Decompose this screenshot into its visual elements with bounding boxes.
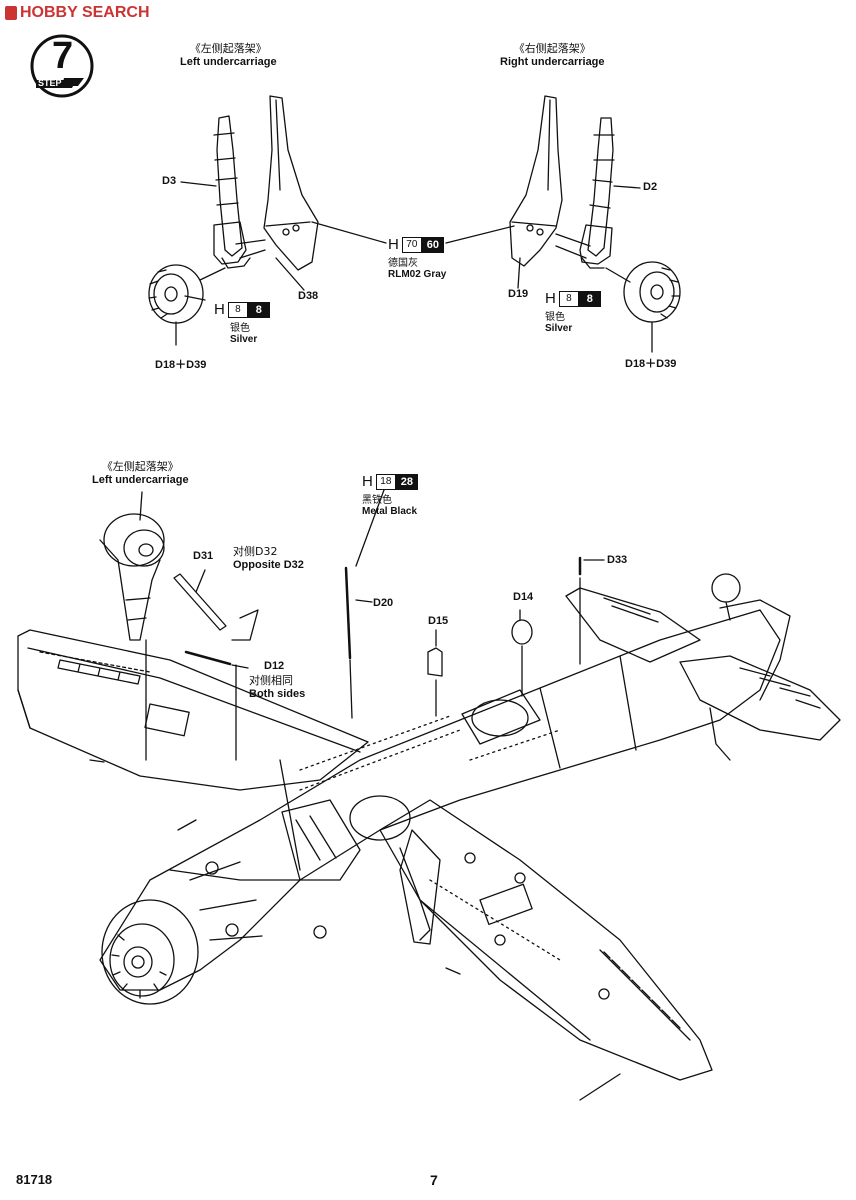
paint-gray-caption: 德国灰 RLM02 Gray [388, 254, 446, 280]
part-d33: D33 [607, 554, 628, 566]
paint-silver-right-zh: 银色 [545, 312, 565, 323]
page-number: 7 [430, 1172, 438, 1188]
lower-left-undercarriage-caption: 《左侧起落架》 Left undercarriage [92, 458, 189, 486]
paint-black: H 18 28 [362, 473, 418, 490]
part-d14: D14 [513, 591, 534, 603]
right-undercarriage-en: Right undercarriage [500, 56, 605, 68]
opposite-d32-zh: 对侧D32 [233, 545, 278, 558]
paint-gray-code: 70 [401, 236, 422, 253]
right-gear-door-drawing [509, 95, 563, 267]
paint-gray-en: RLM02 Gray [388, 269, 447, 280]
part-d20: D20 [373, 597, 394, 609]
step-number: 7 [52, 35, 74, 77]
paint-gray: H 70 60 [388, 236, 444, 253]
paint-black-caption: 黑铁色 Metal Black [362, 491, 417, 517]
right-undercarriage-zh: 《右侧起落架》 [513, 42, 591, 55]
aircraft-drawing [17, 573, 841, 1101]
paint-gray-code2: 60 [421, 236, 444, 253]
paint-silver-right-code: 8 [558, 290, 579, 307]
paint-silver-left: H 8 8 [214, 301, 270, 318]
paint-silver-right-code2: 8 [578, 290, 601, 307]
paint-silver-right-caption: 银色 Silver [545, 308, 572, 334]
part-d18-d39-right: D18＋D39 [625, 358, 677, 370]
left-gear-door-drawing [263, 95, 319, 271]
left-wheel-drawing [148, 264, 204, 324]
paint-silver-left-en: Silver [230, 334, 258, 345]
paint-black-code: 18 [375, 473, 396, 490]
both-sides-note: 对侧相同 Both sides [249, 672, 305, 700]
paint-black-h: H [362, 473, 373, 490]
paint-black-en: Metal Black [362, 506, 418, 517]
lower-gear-assembly-drawing [99, 513, 165, 641]
opposite-d32-note: 对侧D32 Opposite D32 [233, 543, 304, 571]
kit-number: 81718 [16, 1172, 53, 1187]
paint-gray-zh: 德国灰 [388, 258, 418, 269]
step-label: STEP [38, 78, 62, 88]
paint-silver-left-code: 8 [227, 301, 248, 318]
left-undercarriage-zh: 《左侧起落架》 [189, 42, 267, 55]
both-sides-zh: 对侧相同 [249, 674, 293, 687]
paint-silver-left-caption: 银色 Silver [230, 319, 257, 345]
part-d18-d39-left: D18＋D39 [155, 359, 207, 371]
lower-left-undercarriage-zh: 《左侧起落架》 [101, 460, 179, 473]
right-wheel-drawing [623, 261, 681, 323]
both-sides-en: Both sides [249, 688, 306, 700]
paint-gray-h: H [388, 236, 399, 253]
right-gear-strut-drawing [579, 117, 615, 269]
part-d19: D19 [508, 288, 529, 300]
part-d12: D12 [264, 660, 285, 672]
paint-black-zh: 黑铁色 [362, 495, 392, 506]
opposite-d32-en: Opposite D32 [233, 559, 304, 571]
lower-left-undercarriage-en: Left undercarriage [92, 474, 189, 486]
part-d38: D38 [298, 290, 319, 302]
part-d3: D3 [162, 175, 177, 187]
left-gear-strut-drawing [213, 115, 251, 269]
part-d2: D2 [643, 181, 658, 193]
hobby-search-logo [5, 6, 17, 20]
part-d15: D15 [428, 615, 449, 627]
paint-silver-left-h: H [214, 301, 225, 318]
paint-silver-right: H 8 8 [545, 290, 601, 307]
paint-silver-right-h: H [545, 290, 556, 307]
part-d31: D31 [193, 550, 214, 562]
paint-silver-left-zh: 银色 [230, 323, 250, 334]
step-badge [30, 34, 94, 98]
paint-silver-left-code2: 8 [247, 301, 270, 318]
left-undercarriage-caption: 《左侧起落架》 Left undercarriage [180, 40, 277, 68]
left-undercarriage-en: Left undercarriage [180, 56, 277, 68]
paint-black-code2: 28 [395, 473, 418, 490]
paint-silver-right-en: Silver [545, 323, 573, 334]
watermark-text: HOBBY SEARCH [20, 4, 150, 21]
right-undercarriage-caption: 《右侧起落架》 Right undercarriage [500, 40, 605, 68]
